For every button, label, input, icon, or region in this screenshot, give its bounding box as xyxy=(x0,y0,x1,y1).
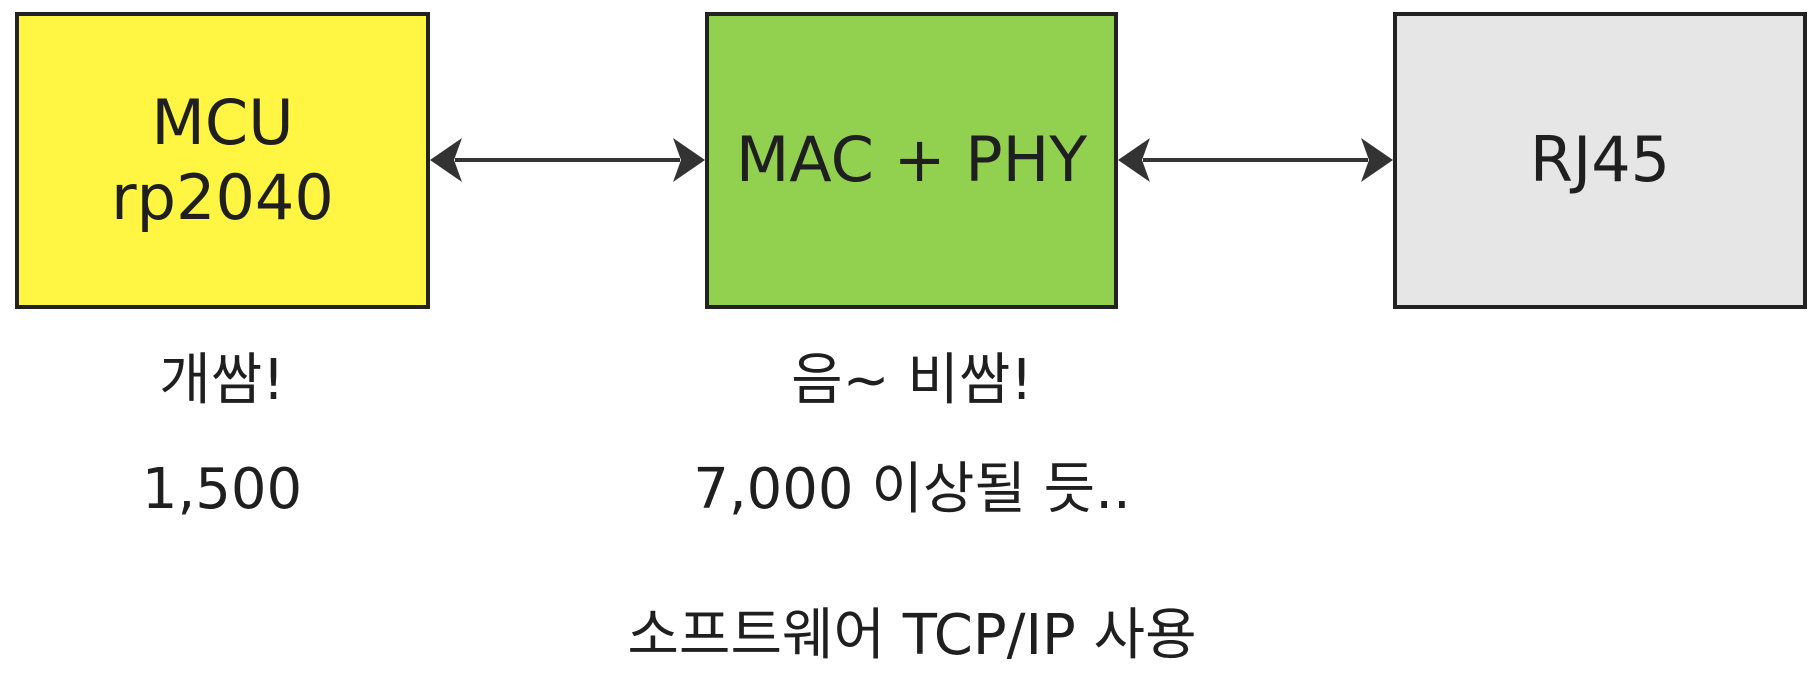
arrowhead-right-icon xyxy=(673,138,705,182)
rj45-box-title: RJ45 xyxy=(1529,123,1671,197)
mcu-box-title: MCU xyxy=(151,86,294,160)
macphy-box-title: MAC + PHY xyxy=(735,123,1088,197)
footnote-label: 소프트웨어 TCP/IP 사용 xyxy=(627,603,1197,668)
arrowhead-left-icon xyxy=(1118,138,1150,182)
macphy-box[interactable]: MAC + PHY xyxy=(705,12,1118,309)
macphy-price-label: 7,000 이상될 듯.. xyxy=(693,457,1131,522)
mcu-box-subtitle: rp2040 xyxy=(111,160,334,234)
mcu-comment-label: 개쌈! xyxy=(159,348,285,413)
macphy-comment-label: 음~ 비쌈! xyxy=(791,348,1033,413)
mcu-price-label: 1,500 xyxy=(141,457,303,522)
arrowhead-right-icon xyxy=(1361,138,1393,182)
mcu-box[interactable]: MCU rp2040 xyxy=(15,12,430,309)
arrowhead-left-icon xyxy=(430,138,462,182)
rj45-box[interactable]: RJ45 xyxy=(1393,12,1807,309)
